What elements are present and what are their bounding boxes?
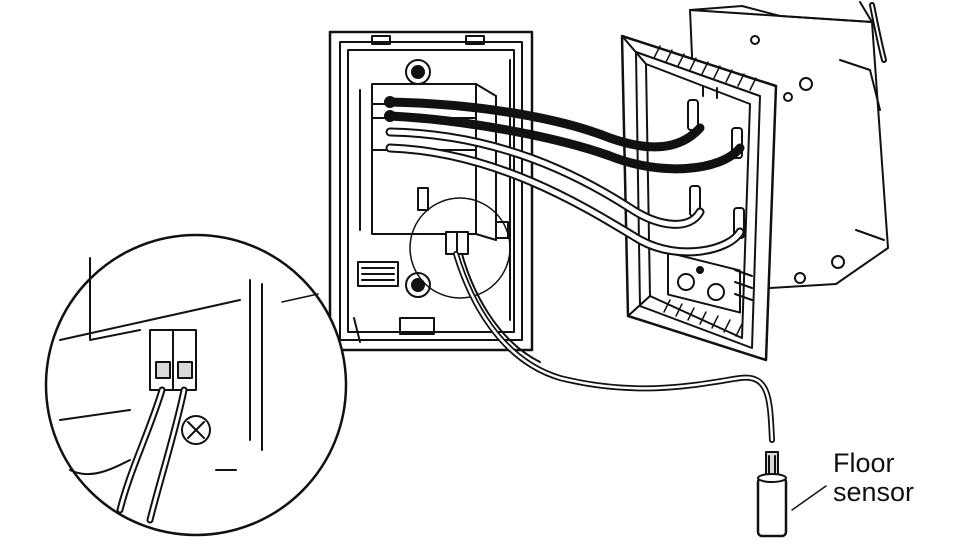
black-wires — [384, 96, 745, 174]
detail-callout-circle — [409, 197, 511, 299]
magnified-terminal-detail — [44, 233, 348, 537]
floor-sensor-label-line2: sensor — [833, 477, 915, 507]
label-leader-line — [791, 485, 827, 511]
thermostat-backplate — [620, 34, 778, 362]
floor-sensor-label-line1: Floor — [833, 448, 895, 478]
thermostat-front-frame — [328, 30, 534, 352]
white-wires — [385, 127, 745, 257]
floor-sensor-cable — [453, 251, 775, 443]
floor-sensor-probe — [756, 451, 788, 538]
